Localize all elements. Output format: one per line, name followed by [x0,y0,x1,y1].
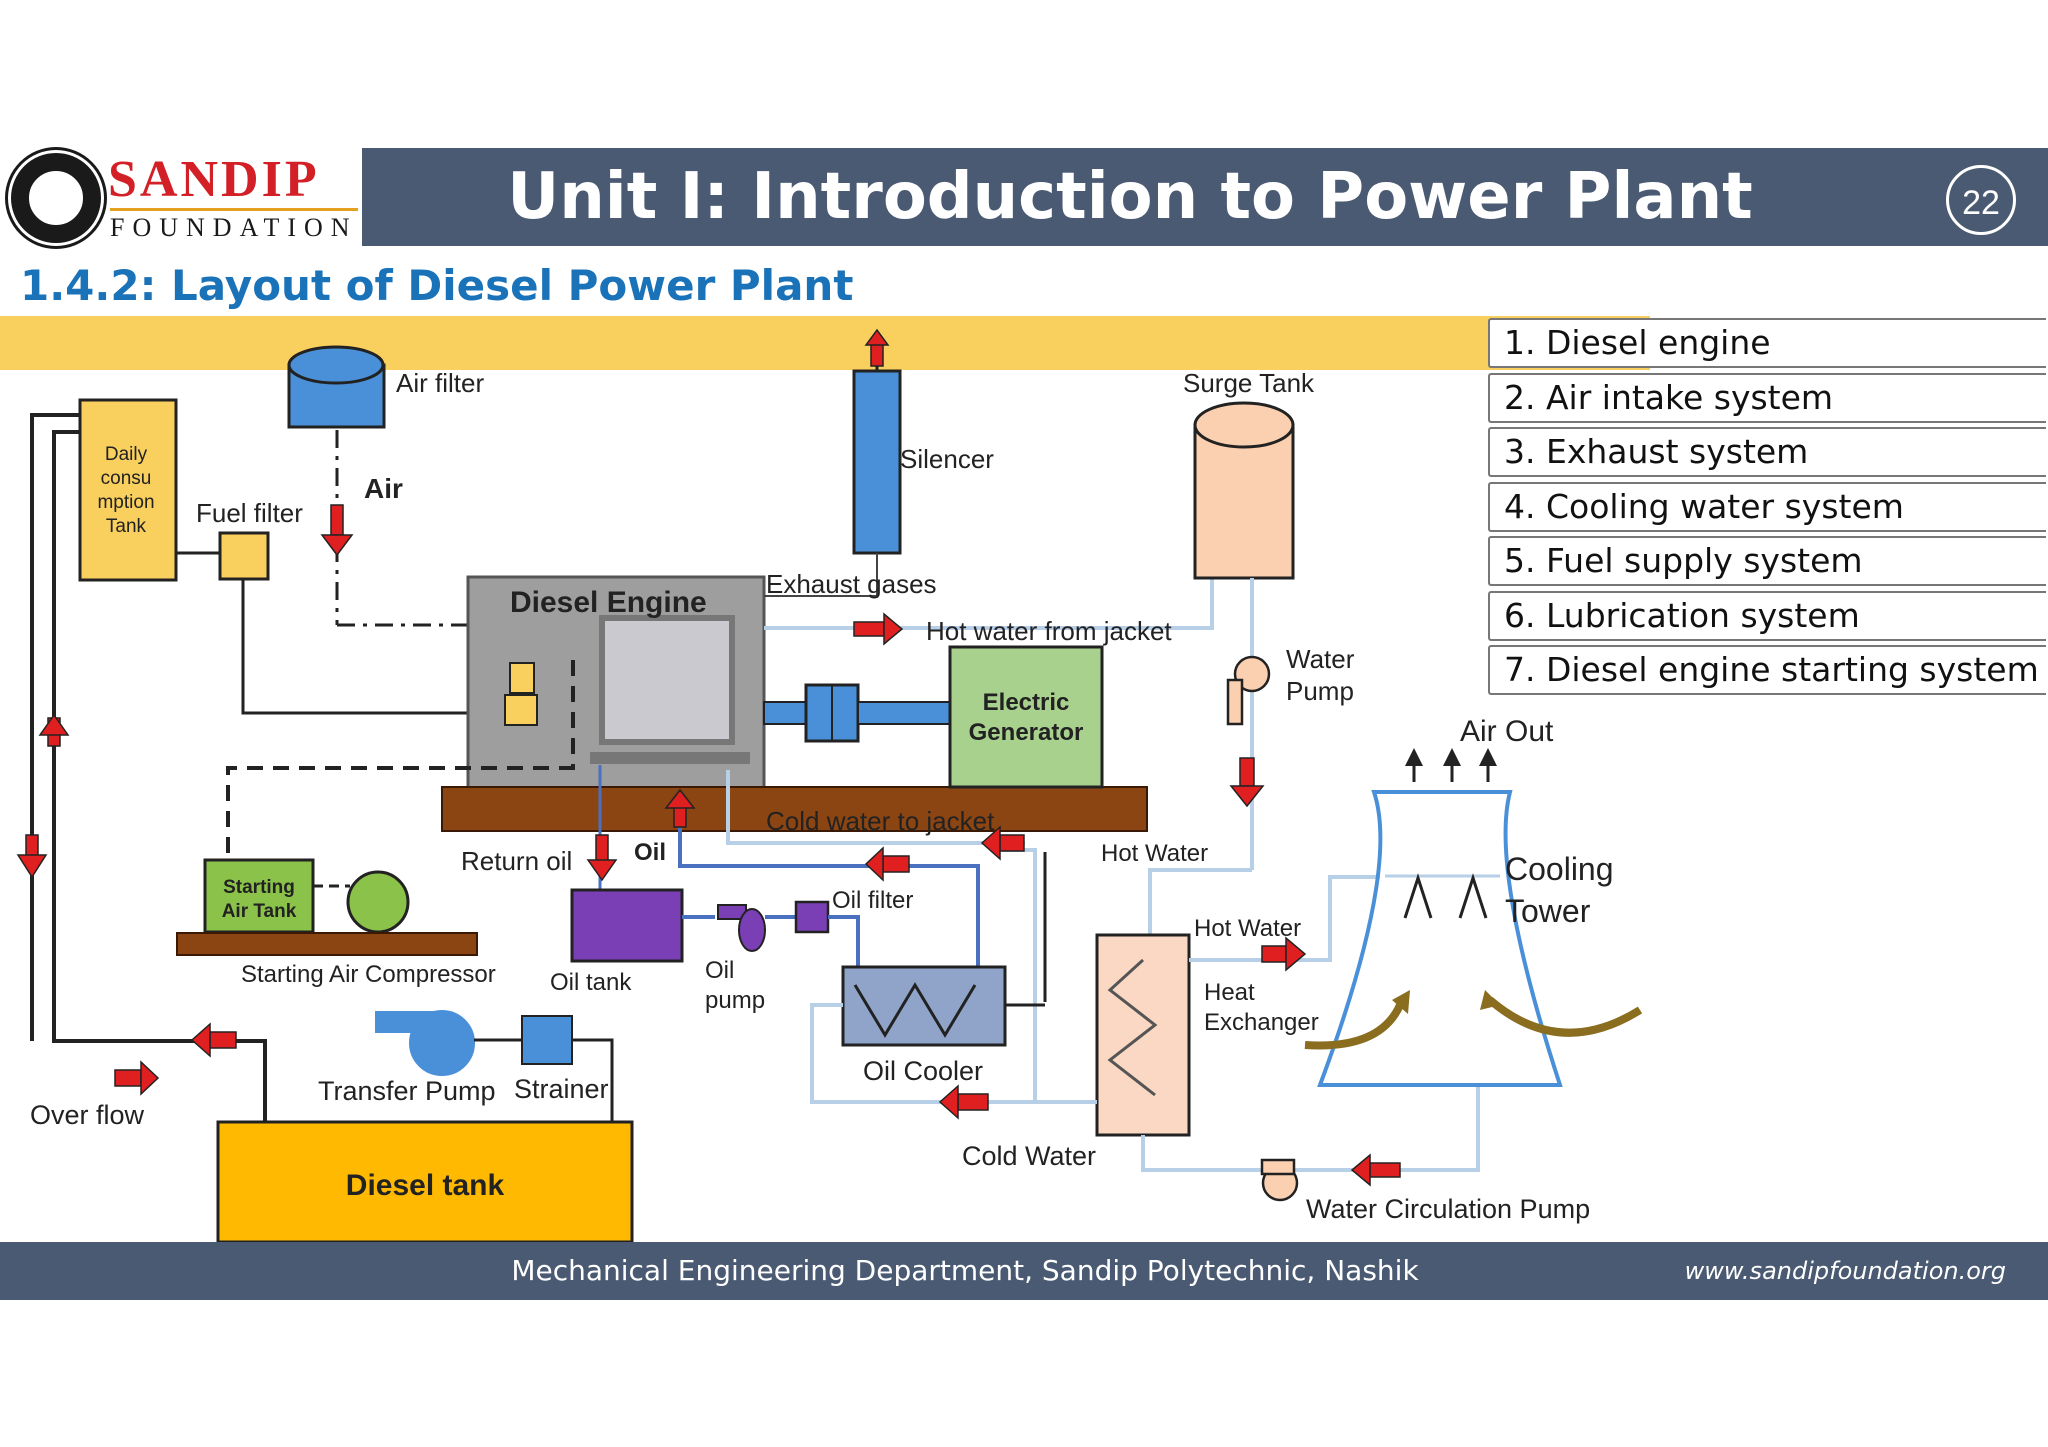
oil-tank [570,888,684,963]
section-title: 1.4.2: Layout of Diesel Power Plant [20,261,854,310]
cooling-tower [1304,748,1643,1087]
legend-item: 2. Air intake system [1488,372,2046,423]
water-circulation-pump-icon [1260,1158,1299,1202]
legend-item: 7. Diesel engine starting system [1488,645,2046,695]
label-diesel-tank: Diesel tank [346,1169,505,1202]
label-daily-tank-2: consu [101,468,152,489]
system-legend: 1. Diesel engine 2. Air intake system 3.… [1488,318,2046,700]
label-over-flow: Over flow [30,1100,145,1130]
label-starting-air-compressor: Starting Air Compressor [241,961,496,988]
label-starting-air-tank-2: Air Tank [222,901,297,922]
label-diesel-engine: Diesel Engine [510,586,707,619]
engine-base [441,786,1148,832]
starting-air-tank [203,858,315,934]
page-number: 22 [1946,165,2016,235]
label-cold-water-jacket: Cold water to jacket [766,806,995,836]
footer-bar [0,1242,2048,1300]
label-cooling-tower-1: Cooling [1505,851,1614,887]
label-oil-pump-1: Oil [705,957,734,984]
label-oil-cooler: Oil Cooler [863,1056,983,1086]
oil-filter-icon [794,900,830,934]
legend-item: 5. Fuel supply system [1488,536,2046,586]
label-hot-water-jacket: Hot water from jacket [926,616,1172,646]
daily-consumption-tank [78,398,178,582]
label-surge-tank: Surge Tank [1183,368,1315,398]
fuel-down-arrow-icon [16,854,48,879]
water-pump-icon [1226,655,1271,726]
air-compressor-icon [346,870,410,934]
air-filter-icon [287,345,386,429]
hot-water-arrow-icon [883,612,904,646]
label-return-oil: Return oil [461,846,572,876]
logo-subtitle: FOUNDATION [110,208,358,243]
logo-name: SANDIP [108,151,320,208]
surge-tank-icon [1193,401,1295,580]
label-air: Air [364,473,403,504]
label-exhaust-gases: Exhaust gases [766,569,937,599]
label-generator-1: Electric [983,689,1070,716]
legend-item: 1. Diesel engine [1488,318,2046,368]
exhaust-arrow-icon [864,328,890,346]
strainer-icon [521,1015,573,1065]
legend-item: 6. Lubrication system [1488,590,2046,641]
label-heat-exchanger-1: Heat [1204,979,1255,1006]
highlight-band [0,316,1650,370]
legend-item: 4. Cooling water system [1488,481,2046,532]
label-air-out: Air Out [1460,715,1554,748]
silencer [852,369,902,555]
label-daily-tank-1: Daily [105,444,148,465]
transfer-pump-icon [375,1010,475,1076]
label-generator-2: Generator [969,719,1084,746]
label-water-pump-1: Water [1286,644,1355,674]
label-strainer: Strainer [514,1074,609,1104]
label-daily-tank-4: Tank [106,516,147,537]
label-water-pump-2: Pump [1286,676,1354,706]
label-hot-water-2: Hot Water [1194,915,1301,942]
fuel-filter-icon [218,531,270,581]
label-heat-exchanger-2: Exchanger [1204,1009,1319,1036]
footer-text: Mechanical Engineering Department, Sandi… [511,1254,1419,1287]
air-arrow-icon [320,504,354,557]
electric-generator [948,645,1104,789]
compressor-base [176,932,478,956]
slide-title: Unit I: Introduction to Power Plant [507,160,1753,234]
label-cooling-tower-2: Tower [1505,893,1591,929]
header-bar [362,148,2048,246]
label-oil-pump-2: pump [705,987,765,1014]
label-transfer-pump: Transfer Pump [318,1076,496,1106]
oil-pump-icon [717,904,766,952]
label-daily-tank-3: mption [97,492,154,513]
legend-item: 3. Exhaust system [1488,427,2046,477]
label-water-circulation-pump: Water Circulation Pump [1306,1194,1590,1224]
label-cold-water: Cold Water [962,1141,1096,1171]
label-oil: Oil [634,839,666,866]
label-starting-air-tank-1: Starting [223,877,295,898]
lion-logo-icon [8,150,104,246]
diesel-engine [466,575,766,794]
label-hot-water-1: Hot Water [1101,840,1208,867]
label-oil-tank: Oil tank [550,969,632,996]
label-silencer: Silencer [900,444,994,474]
label-fuel-filter: Fuel filter [196,498,303,528]
fuel-up-arrow-icon [38,713,70,736]
footer-url[interactable]: www.sandipfoundation.org [1684,1257,2006,1285]
label-oil-filter: Oil filter [832,887,913,914]
label-air-filter: Air filter [396,368,484,398]
